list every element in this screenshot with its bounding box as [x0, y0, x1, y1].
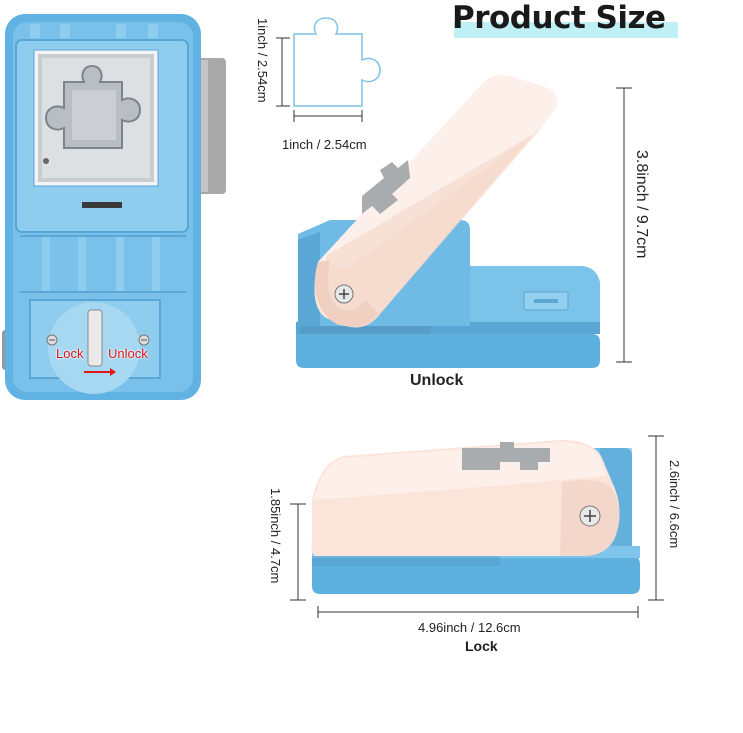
unlock-base: [296, 334, 600, 368]
lock-slider: [87, 309, 103, 367]
title-block: Product Size: [452, 0, 678, 44]
dial-lock-label: Lock: [56, 346, 84, 361]
lock-lid-puzzle-mark: [462, 442, 550, 470]
piece-width-label: 1inch / 2.54cm: [282, 137, 367, 152]
page-title: Product Size: [452, 0, 666, 36]
dial-unlock-label: Unlock: [108, 346, 148, 361]
lock-caption: Lock: [465, 638, 498, 654]
lock-left-height-label: 1.85inch / 4.7cm: [268, 488, 283, 584]
lock-right-height-label: 2.6inch / 6.6cm: [667, 460, 682, 549]
title-highlight: [454, 22, 678, 38]
puzzle-piece-outline: [293, 17, 381, 107]
lock-base: [312, 556, 640, 594]
lid-puzzle-mark: [362, 160, 410, 214]
lock-length-label: 4.96inch / 12.6cm: [418, 620, 521, 635]
unlock-caption: Unlock: [410, 372, 464, 389]
